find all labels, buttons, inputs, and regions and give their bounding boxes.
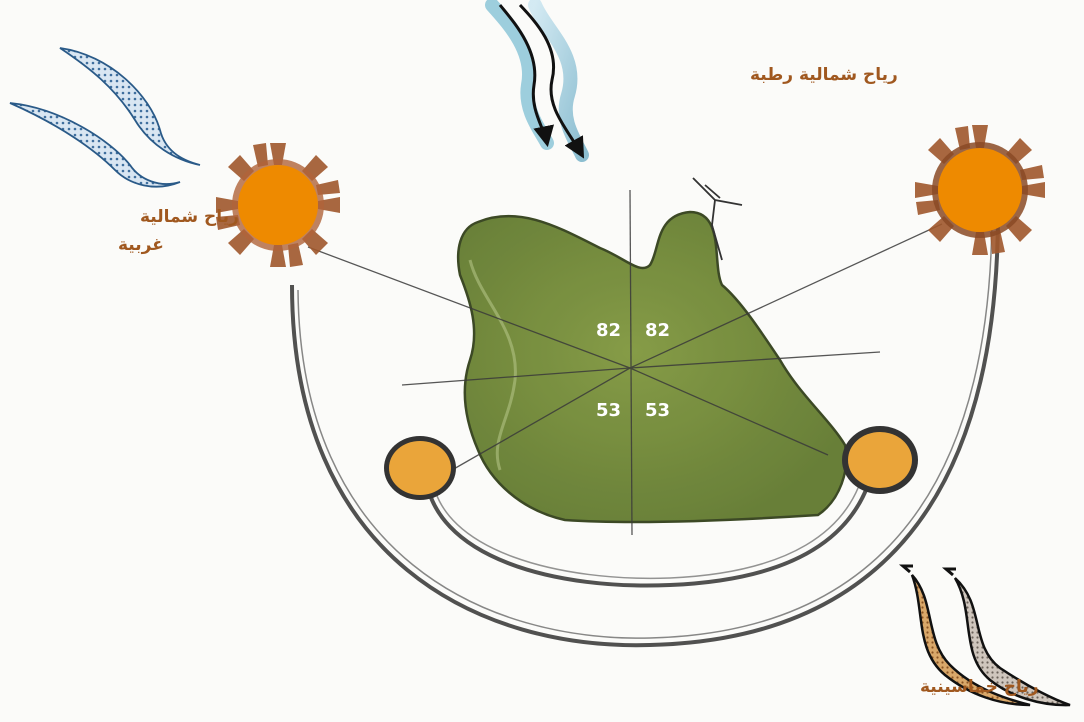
sun-icon [842,426,918,494]
label-khamasin-wind: رياح خماسينية [920,677,1039,697]
sun-icon [915,125,1045,255]
label-northwest-wind-line1: رياح شمالية [140,207,239,227]
label-northwest-wind-line2: غربية [118,235,164,255]
sun-icon [216,143,340,267]
angle-top-right: 82 [645,320,670,341]
label-north-humid-wind: رياح شمالية رطبة [750,65,898,85]
angle-bottom-left: 53 [596,400,621,421]
sun-icon [384,436,456,500]
northwest-wind-arrows-icon [10,48,200,187]
angle-bottom-right: 53 [645,400,670,421]
angle-top-left: 82 [596,320,621,341]
north-wind-arrows-icon [492,5,582,155]
